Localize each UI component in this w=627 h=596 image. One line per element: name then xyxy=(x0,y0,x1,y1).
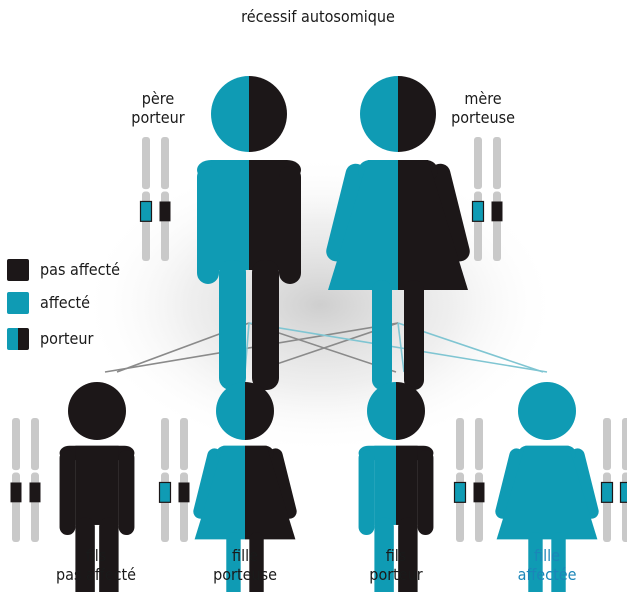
child-4-chromosomes-chromosome-1-upper xyxy=(603,418,611,470)
child-1-chromosomes-allele-2 xyxy=(30,482,41,502)
diagram-title: récessif autosomique xyxy=(241,7,395,26)
mother-chromosomes-chromosome-1-upper xyxy=(474,137,482,189)
child-3-chromosomes-allele-1 xyxy=(455,482,466,502)
child-3-label: fils porteur xyxy=(369,546,422,584)
child-1-label: fils pas affecté xyxy=(56,546,136,584)
father-chromosomes-chromosome-1-upper xyxy=(142,137,150,189)
father-chromosomes-allele-1 xyxy=(141,201,152,221)
mother-chromosomes-allele-1 xyxy=(473,201,484,221)
child-2-chromosomes-chromosome-1-upper xyxy=(161,418,169,470)
father-label-line1: père xyxy=(131,89,184,108)
mother-label-line1: mère xyxy=(451,89,515,108)
child-3-label-line1: fils xyxy=(369,546,422,565)
father-label-line2: porteur xyxy=(131,108,184,127)
child-1-label-line2: pas affecté xyxy=(56,565,136,584)
mother-chromosomes-chromosome-2-upper xyxy=(493,137,501,189)
father-chromosomes-chromosome-2-upper xyxy=(161,137,169,189)
legend-carrier-swatch xyxy=(7,328,29,350)
background-glow xyxy=(80,155,560,455)
mother-chromosomes-allele-2 xyxy=(492,201,503,221)
child-1-chromosomes-chromosome-2-upper xyxy=(31,418,39,470)
child-2-chromosomes-allele-1 xyxy=(160,482,171,502)
child-1-chromosomes-allele-1 xyxy=(11,482,22,502)
father-chromosomes-allele-2 xyxy=(160,201,171,221)
legend-carrier-label: porteur xyxy=(40,329,93,348)
child-2-label: fille porteuse xyxy=(213,546,277,584)
child-1-chromosomes-chromosome-1-upper xyxy=(12,418,20,470)
child-4-label-line1: fille xyxy=(518,546,577,565)
child-3-label-line2: porteur xyxy=(369,565,422,584)
child-4-chromosomes-allele-2 xyxy=(621,482,627,502)
legend-affected-swatch xyxy=(7,292,29,314)
child-4-chromosomes-allele-1 xyxy=(602,482,613,502)
child-3-chromosomes-chromosome-2-upper xyxy=(475,418,483,470)
child-4-label: fille affectée xyxy=(518,546,577,584)
child-2-label-line1: fille xyxy=(213,546,277,565)
child-4-label-line2: affectée xyxy=(518,565,577,584)
child-2-chromosomes-allele-2 xyxy=(179,482,190,502)
child-2-label-line2: porteuse xyxy=(213,565,277,584)
father-label: père porteur xyxy=(131,89,184,127)
child-3-chromosomes-chromosome-1-upper xyxy=(456,418,464,470)
child-3-chromosomes xyxy=(455,418,485,542)
legend-unaffected-label: pas affecté xyxy=(40,260,120,279)
mother-label: mère porteuse xyxy=(451,89,515,127)
child-2-chromosomes-chromosome-2-upper xyxy=(180,418,188,470)
child-4-chromosomes-chromosome-2-upper xyxy=(622,418,627,470)
child-1-chromosomes xyxy=(11,418,41,542)
child-2-chromosomes xyxy=(160,418,190,542)
mother-label-line2: porteuse xyxy=(451,108,515,127)
legend-affected-label: affecté xyxy=(40,293,90,312)
child-3-chromosomes-allele-2 xyxy=(474,482,485,502)
child-4-chromosomes xyxy=(602,418,627,542)
child-1-label-line1: fils xyxy=(56,546,136,565)
legend-unaffected-swatch xyxy=(7,259,29,281)
